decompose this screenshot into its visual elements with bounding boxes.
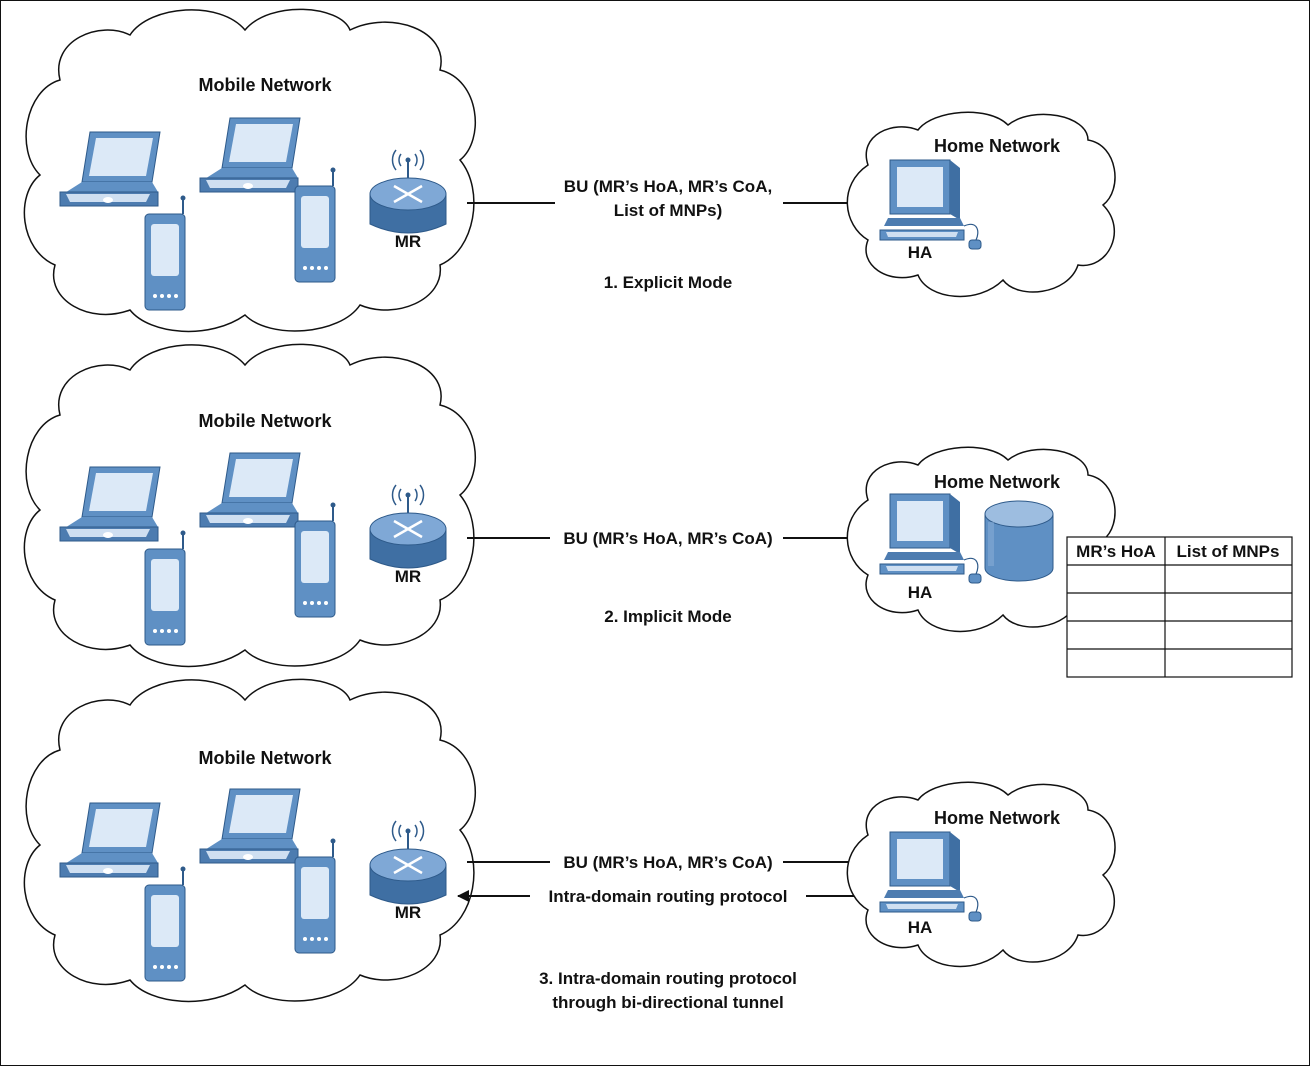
mode-caption: 2. Implicit Mode	[604, 607, 732, 626]
database-icon	[985, 501, 1053, 581]
message-label: BU (MR’s HoA, MR’s CoA,	[564, 177, 772, 196]
router-label: MR	[395, 903, 421, 922]
binding-table: MR’s HoA List of MNPs	[1066, 536, 1293, 678]
mobile-network-label: Mobile Network	[198, 75, 332, 95]
table-header: MR’s HoA	[1076, 542, 1156, 561]
router-label: MR	[395, 232, 421, 251]
home-network-label: Home Network	[934, 472, 1061, 492]
home-network-label: Home Network	[934, 136, 1061, 156]
home-network-label: Home Network	[934, 808, 1061, 828]
message-label: List of MNPs)	[614, 201, 723, 220]
table-border	[1066, 536, 1293, 678]
message-label: BU (MR’s HoA, MR’s CoA)	[563, 853, 772, 872]
home-agent-label: HA	[908, 918, 933, 937]
home-agent-label: HA	[908, 243, 933, 262]
mode-caption: 3. Intra-domain routing protocol	[539, 969, 797, 988]
panel-intra-domain-mode: Mobile Network MR BU (MR’s HoA, MR’s CoA…	[23, 678, 1116, 1012]
router-label: MR	[395, 567, 421, 586]
panel-explicit-mode: Mobile Network MR BU (MR’s HoA, MR’s CoA…	[23, 8, 1116, 333]
mobile-network-label: Mobile Network	[198, 748, 332, 768]
mode-caption: 1. Explicit Mode	[604, 273, 732, 292]
mode-caption: through bi-directional tunnel	[552, 993, 783, 1012]
mobile-network-label: Mobile Network	[198, 411, 332, 431]
home-agent-label: HA	[908, 583, 933, 602]
table-header: List of MNPs	[1177, 542, 1280, 561]
message-label: Intra-domain routing protocol	[549, 887, 788, 906]
message-label: BU (MR’s HoA, MR’s CoA)	[563, 529, 772, 548]
panel-implicit-mode: Mobile Network MR BU (MR’s HoA, MR’s CoA…	[23, 343, 1293, 678]
